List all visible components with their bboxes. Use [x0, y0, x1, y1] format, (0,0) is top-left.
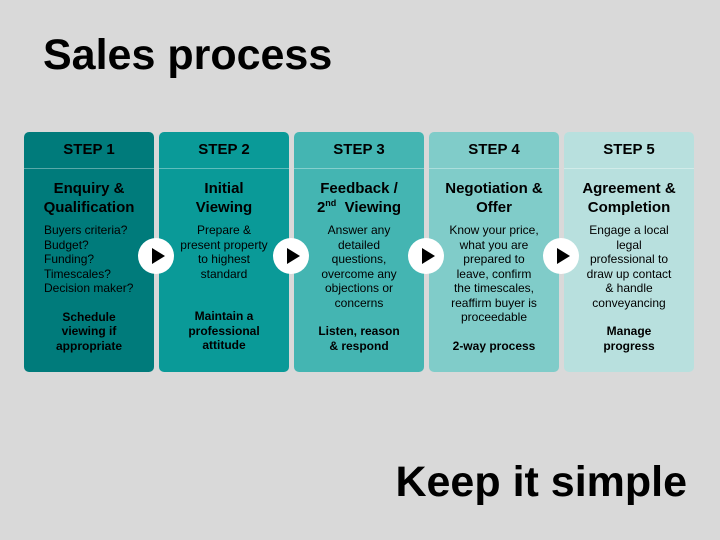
step-2-label: STEP 2 [159, 132, 289, 169]
play-arrow-icon [138, 238, 174, 274]
step-4-heading-line: Negotiation & [445, 180, 543, 197]
step-3-heading-line: 2nd Viewing [296, 198, 422, 217]
step-2-heading-line: Viewing [195, 199, 253, 216]
step-5-body: Engage a local legal professional to dra… [564, 223, 694, 310]
step-1-body-line: Timescales? [44, 266, 111, 281]
step-4-card: STEP 4 Negotiation & Offer Know your pri… [429, 132, 559, 372]
step-3-ordinal-number: 2 [316, 199, 326, 216]
step-4-body-line: the timescales, [453, 281, 535, 295]
step-1-heading: Enquiry & Qualification [24, 179, 154, 217]
step-1-footer-line: appropriate [55, 338, 122, 353]
step-4-label: STEP 4 [429, 132, 559, 169]
step-2-body-line: to highest [197, 252, 251, 266]
step-4-body-line: Know your price, [449, 223, 539, 237]
step-5-footer-line: progress [603, 338, 655, 353]
step-4-body-line: proceedable [460, 310, 528, 324]
play-arrow-icon [543, 238, 579, 274]
step-4-heading: Negotiation & Offer [429, 179, 559, 217]
play-arrow-icon [273, 238, 309, 274]
step-5-heading-line: Completion [587, 199, 671, 216]
step-5-footer-line: Manage [606, 324, 652, 338]
step-2-footer-line: Maintain a [194, 309, 254, 323]
step-5-label: STEP 5 [564, 132, 694, 169]
step-1-label: STEP 1 [24, 132, 154, 169]
step-3-footer-line: Listen, reason [318, 324, 400, 338]
step-2-card: STEP 2 Initial Viewing Prepare & present… [159, 132, 289, 372]
step-4-heading-line: Offer [476, 199, 512, 216]
step-5-footer: Manage progress [564, 324, 694, 353]
step-5-card: STEP 5 Agreement & Completion Engage a l… [564, 132, 694, 372]
step-1-footer-line: Schedule [62, 309, 116, 324]
step-5-body-line: Engage a local [589, 223, 669, 237]
step-1-body-line: Budget? [44, 237, 89, 252]
step-2-heading: Initial Viewing [159, 179, 289, 217]
step-4-footer: 2-way process [429, 339, 559, 354]
step-3-ordinal-suffix: nd [325, 198, 337, 208]
step-1-heading-line: Qualification [43, 199, 135, 216]
step-4-body: Know your price, what you are prepared t… [429, 223, 559, 325]
step-1-footer-line: viewing if [61, 324, 117, 338]
step-3-heading: Feedback / 2nd Viewing [294, 179, 424, 217]
step-3-body-line: Answer any [327, 223, 391, 237]
step-3-body-line: questions, [331, 252, 387, 266]
step-2-body-line: standard [200, 266, 248, 281]
step-2-body-line: present property [180, 237, 268, 252]
step-2-heading-line: Initial [204, 180, 244, 197]
step-5-heading: Agreement & Completion [564, 179, 694, 217]
step-2-footer: Maintain a professional attitude [159, 309, 289, 353]
step-3-heading-rest: Viewing [336, 199, 402, 216]
step-4-body-line: reaffirm buyer is [451, 295, 537, 310]
step-2-footer-line: professional [188, 323, 260, 338]
step-3-body-line: objections or [324, 281, 394, 295]
step-1-body-line: Buyers criteria? [44, 223, 128, 237]
page-title: Sales process [43, 31, 333, 79]
step-2-footer-line: attitude [202, 338, 246, 352]
step-3-body-line: detailed [337, 237, 381, 252]
step-5-body-line: conveyancing [592, 295, 666, 310]
step-1-body: Buyers criteria? Budget? Funding? Timesc… [24, 223, 154, 296]
step-4-body-line: prepared to [463, 252, 525, 266]
step-3-body: Answer any detailed questions, overcome … [294, 223, 424, 310]
step-1-body-line: Decision maker? [44, 281, 134, 295]
step-3-footer-line: & respond [329, 338, 389, 353]
step-3-body-line: overcome any [321, 266, 397, 281]
step-2-body-line: Prepare & [196, 223, 252, 237]
step-1-heading-line: Enquiry & [53, 180, 125, 197]
step-4-body-line: what you are [459, 237, 529, 252]
step-3-body-line: concerns [334, 295, 384, 310]
step-3-card: STEP 3 Feedback / 2nd Viewing Answer any… [294, 132, 424, 372]
step-3-heading-line: Feedback / [320, 180, 398, 197]
step-3-footer: Listen, reason & respond [294, 324, 424, 353]
step-5-heading-line: Agreement & [582, 180, 676, 197]
step-1-card: STEP 1 Enquiry & Qualification Buyers cr… [24, 132, 154, 372]
step-5-body-line: legal [616, 237, 642, 252]
step-4-footer-line: 2-way process [452, 338, 536, 353]
step-5-body-line: & handle [605, 281, 653, 295]
step-5-body-line: professional to [589, 252, 669, 266]
step-1-body-line: Funding? [44, 252, 95, 266]
step-4-body-line: leave, confirm [456, 266, 532, 281]
step-3-label: STEP 3 [294, 132, 424, 169]
tagline: Keep it simple [395, 458, 687, 506]
step-5-body-line: draw up contact [586, 266, 672, 281]
step-2-body: Prepare & present property to highest st… [159, 223, 289, 281]
step-1-footer: Schedule viewing if appropriate [24, 310, 154, 354]
play-arrow-icon [408, 238, 444, 274]
